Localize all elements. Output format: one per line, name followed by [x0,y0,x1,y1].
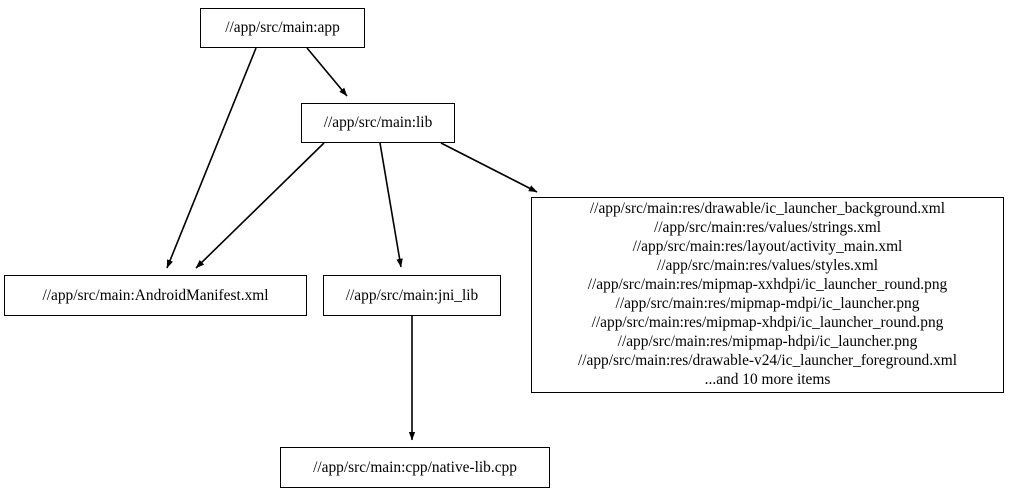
node-app-label: //app/src/main:app [225,19,340,37]
edge-app-to-manifest [166,47,257,269]
node-android-manifest-label: //app/src/main:AndroidManifest.xml [42,286,269,304]
edge-lib-to-manifest [195,142,325,269]
node-app[interactable]: //app/src/main:app [200,8,365,48]
edge-lib-to-resources [440,142,538,193]
edge-app-to-lib [306,47,348,97]
node-jni-lib-label: //app/src/main:jni_lib [345,286,479,304]
node-resources[interactable]: //app/src/main:res/drawable/ic_launcher_… [531,197,1004,393]
node-native-lib-cpp[interactable]: //app/src/main:cpp/native-lib.cpp [280,447,550,488]
node-lib[interactable]: //app/src/main:lib [301,103,455,143]
node-android-manifest[interactable]: //app/src/main:AndroidManifest.xml [4,275,307,316]
node-lib-label: //app/src/main:lib [323,114,433,132]
node-native-lib-cpp-label: //app/src/main:cpp/native-lib.cpp [313,458,517,476]
node-jni-lib[interactable]: //app/src/main:jni_lib [323,275,501,316]
node-resources-label: //app/src/main:res/drawable/ic_launcher_… [577,200,958,388]
edge-lib-to-jni-lib [379,142,403,268]
